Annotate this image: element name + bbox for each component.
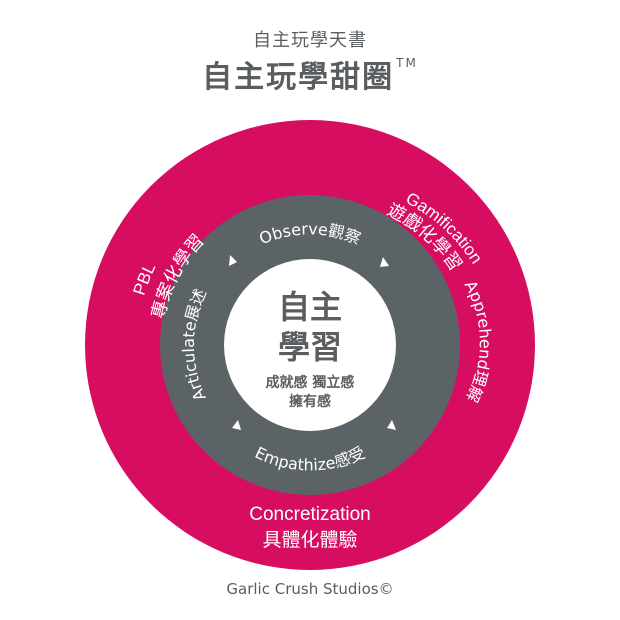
center-line2: 學習 (278, 328, 342, 366)
center-sub2: 擁有感 (289, 393, 331, 410)
arrow-top-left-icon (229, 255, 237, 266)
center-circle (224, 259, 396, 431)
arrow-bottom-right-icon (387, 420, 396, 430)
title-text: 自主玩學甜圈 (202, 60, 395, 95)
arrow-top-right-icon (380, 257, 389, 267)
center-line1: 自主 (278, 288, 342, 326)
trademark-mark: TM (396, 56, 418, 70)
arrow-bottom-left-icon (232, 420, 241, 430)
concretization-label-zh: 具體化體驗 (262, 529, 357, 551)
concretization-label-en: Concretization (249, 504, 370, 525)
subtitle: 自主玩學天書 (253, 30, 367, 51)
center-sub1: 成就感 獨立感 (266, 374, 355, 391)
footer-credit: Garlic Crush Studios© (226, 580, 394, 598)
